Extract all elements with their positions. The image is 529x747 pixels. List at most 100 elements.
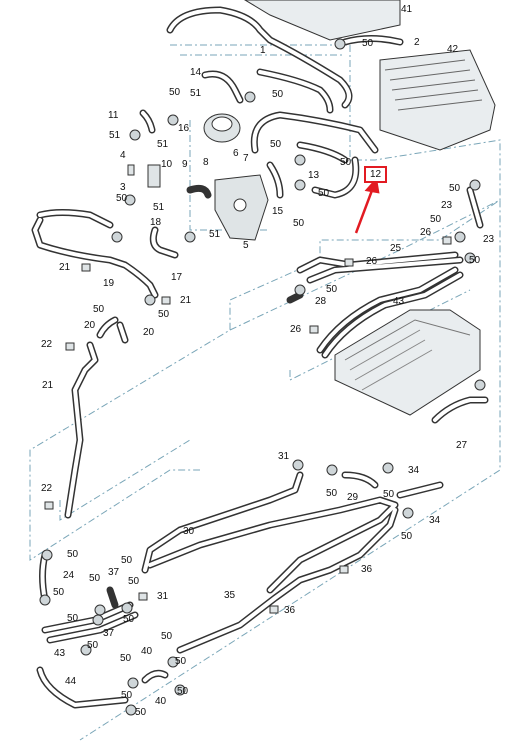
callout-51-e: 51 [209, 229, 221, 240]
callout-21-a: 20 [84, 320, 96, 331]
callout-7: 7 [243, 153, 249, 164]
callout-14: 15 [272, 206, 284, 217]
callout-1: 1 [260, 45, 266, 56]
callout-10: 10 [161, 159, 173, 170]
callout-26: 25 [390, 243, 402, 254]
callout-16: 16 [178, 123, 190, 134]
callout-35-a: 36 [361, 564, 373, 575]
hose-29 [286, 291, 304, 304]
callout-50-q: 50 [401, 531, 413, 542]
callout-50-i: 50 [430, 214, 442, 225]
callout-51-b: 51 [109, 130, 121, 141]
callout-2: 2 [414, 37, 420, 48]
callout-28: 27 [456, 440, 468, 451]
callout-33-b: 34 [429, 515, 441, 526]
callout-4: 4 [120, 150, 126, 161]
callout-50-t: 50 [89, 573, 101, 584]
callout-35-b: 36 [284, 605, 296, 616]
callout-17: 17 [171, 272, 183, 283]
callout-50-ae: 50 [135, 707, 147, 718]
callout-8: 8 [203, 157, 209, 168]
callout-37-a: 40 [141, 646, 153, 657]
arrow-line [354, 184, 376, 234]
callout-50-k: 50 [469, 255, 481, 266]
callout-50-o: 50 [326, 488, 338, 499]
callout-21-b: 20 [143, 327, 155, 338]
frame-line-left [59, 439, 191, 521]
frame-line-right [79, 199, 501, 741]
callout-31: 30 [183, 526, 195, 537]
callout-34: 35 [224, 590, 236, 601]
callout-50-ac: 50 [177, 686, 189, 697]
callout-51-c: 51 [157, 139, 169, 150]
callout-23-b: 22 [41, 483, 53, 494]
callout-13: 13 [308, 170, 320, 181]
callout-50-x: 50 [123, 614, 135, 625]
pump-16 [203, 113, 241, 143]
callout-3: 3 [120, 182, 126, 193]
pipe-31b [146, 496, 399, 594]
pipe-19 [31, 209, 159, 299]
callout-50-s: 50 [121, 555, 133, 566]
callout-50-n: 50 [158, 309, 170, 320]
callout-50-v: 50 [53, 587, 65, 598]
callout-6: 6 [233, 148, 239, 159]
callout-50-z: 50 [87, 640, 99, 651]
callout-27-b: 26 [366, 256, 378, 267]
callout-50-a: 50 [362, 38, 374, 49]
callout-36-b: 37 [103, 628, 115, 639]
arrow-head [364, 177, 380, 194]
callout-50-e: 50 [340, 157, 352, 168]
callout-40: 41 [401, 4, 413, 15]
callout-50-d: 50 [270, 139, 282, 150]
callout-50-u: 50 [128, 576, 140, 587]
callout-50-w: 50 [67, 613, 79, 624]
callout-42: 43 [393, 296, 405, 307]
callout-24-b: 23 [483, 234, 495, 245]
frame-line-lower [289, 289, 471, 381]
callout-5: 5 [243, 240, 249, 251]
charger-unit [244, 0, 496, 151]
callout-50-ab: 50 [175, 656, 187, 667]
clamps [39, 38, 486, 716]
callout-50-l: 50 [326, 284, 338, 295]
callout-22: 21 [42, 380, 54, 391]
power-electronics-42 [334, 309, 481, 416]
callout-50-h: 50 [116, 193, 128, 204]
callout-50-b: 50 [169, 87, 181, 98]
callout-43: 43 [54, 648, 66, 659]
callout-19: 19 [103, 278, 115, 289]
callout-9: 9 [182, 159, 188, 170]
callout-50-m: 50 [93, 304, 105, 315]
callout-50-r: 50 [67, 549, 79, 560]
callout-50-y: 50 [161, 631, 173, 642]
callout-50-c: 50 [272, 89, 284, 100]
callout-32-b: 31 [157, 591, 169, 602]
callout-41: 42 [447, 44, 459, 55]
callout-44: 44 [65, 676, 77, 687]
callout-33-a: 34 [408, 465, 420, 476]
hose-36 [106, 586, 119, 609]
callout-27-a: 26 [420, 227, 432, 238]
bracket-5 [214, 174, 269, 241]
callout-50-g: 50 [318, 188, 330, 199]
callout-51-a: 51 [190, 88, 202, 99]
callout-50-aa: 50 [120, 653, 132, 664]
callout-50-ad: 50 [121, 690, 133, 701]
callout-11: 11 [108, 110, 119, 121]
frame-line-mid [189, 120, 270, 231]
callout-24-a: 23 [441, 200, 453, 211]
top-unit-40 [244, 0, 401, 41]
callout-15: 14 [190, 67, 202, 78]
highlighted-callout-12[interactable]: 12 [364, 166, 388, 183]
callout-18: 18 [150, 217, 162, 228]
callout-23-a: 22 [41, 339, 53, 350]
highlight-arrow [354, 177, 380, 234]
callout-51-d: 51 [153, 202, 165, 213]
callout-50-p: 50 [383, 489, 395, 500]
callout-32-a: 31 [278, 451, 290, 462]
bolts [44, 164, 452, 614]
callout-50-j: 50 [293, 218, 305, 229]
